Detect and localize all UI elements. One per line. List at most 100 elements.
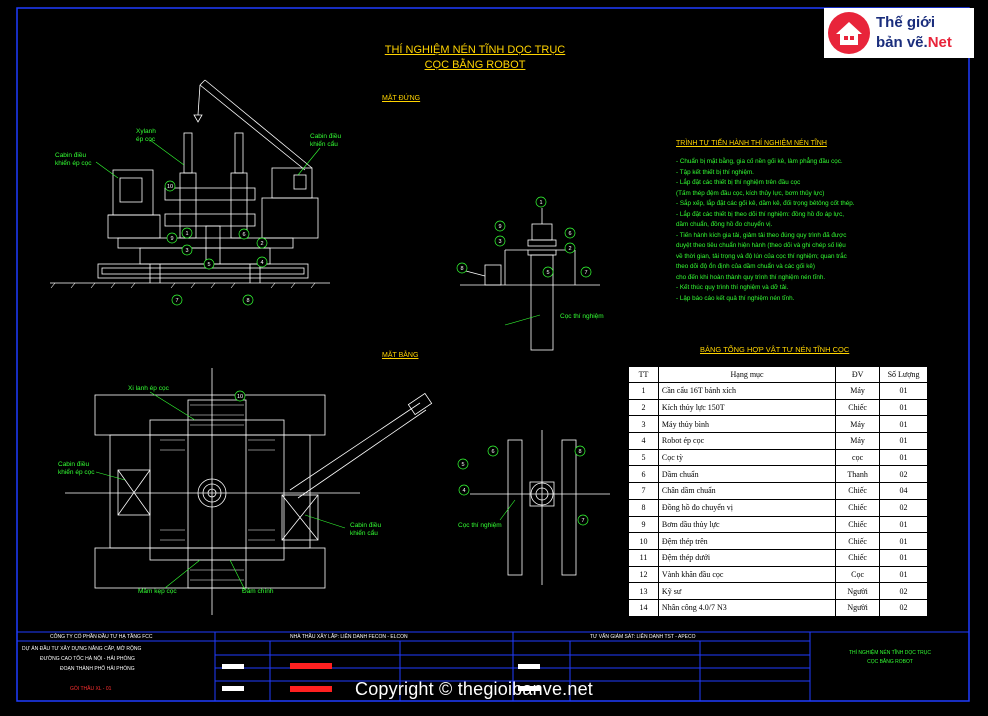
procedure-step: - Sắp xếp, lắp đặt các gối kê, dầm kê, đ… (676, 200, 855, 207)
cell-item: Nhân công 4.0/7 N3 (657, 598, 837, 617)
cell-qty: 04 (879, 482, 928, 500)
cell-item: Kích thủy lực 150T (657, 398, 837, 417)
cell-qty: 01 (879, 398, 928, 417)
cell-tt: 9 (628, 515, 659, 534)
callout-leaders (95, 139, 541, 591)
callout-cylinder: Xylanh ép cọc (136, 128, 156, 143)
svg-text:7: 7 (581, 518, 584, 524)
cell-unit: cọc (835, 448, 881, 467)
tb-project-line2: ĐƯỜNG CAO TỐC HÀ NỘI - HẢI PHÒNG (40, 656, 135, 662)
drawing-title-line2: CỌC BẰNG ROBOT (424, 59, 526, 71)
cell-tt: 6 (628, 465, 659, 484)
procedure-step: cho đến khi hoàn thành quy trình thí ngh… (676, 273, 826, 281)
svg-text:10: 10 (237, 394, 243, 400)
cell-item: Máy thủy bình (657, 415, 837, 434)
cell-tt: 12 (628, 565, 659, 584)
svg-text:2: 2 (568, 246, 571, 252)
cell-qty: 02 (879, 498, 928, 517)
logo-text-line2: bản vẽ.Net (876, 34, 952, 51)
materials-header-row: TT Hạng mục ĐV Số Lượng (628, 366, 928, 383)
cell-item: Chân dầm chuẩn (657, 482, 837, 500)
cell-qty: 02 (879, 465, 928, 484)
tb-owner: CÔNG TY CỔ PHẦN ĐẦU TƯ HẠ TẦNG FCC (50, 634, 153, 640)
cell-unit: Người (835, 582, 881, 600)
cell-qty: 01 (879, 548, 928, 567)
cell-tt: 5 (628, 448, 659, 467)
procedure-step: (Tấm thép đệm đầu cọc, kích thủy lực, bơ… (676, 189, 825, 197)
header-qty: Số Lượng (879, 366, 928, 383)
cell-item: Kỹ sư (657, 582, 837, 600)
svg-text:1: 1 (539, 200, 542, 206)
svg-text:8: 8 (578, 449, 581, 455)
procedure-step: về thời gian, tải trọng và độ lún của cọ… (676, 252, 847, 260)
procedure-step: - Tiến hành kích gia tải, giảm tải theo … (676, 231, 847, 239)
header-unit: ĐV (835, 366, 881, 383)
plan-view (65, 368, 433, 615)
pile-detail-bottom (470, 430, 610, 585)
cell-tt: 10 (628, 532, 659, 550)
cell-unit: Chiếc (835, 532, 881, 550)
red-mark-2 (290, 686, 332, 692)
cell-qty: 01 (879, 565, 928, 584)
procedure-step: - Kết thúc quy trình thí nghiệm và dỡ tả… (676, 284, 789, 291)
procedure-step: duyệt theo tiêu chuẩn hiện hành (theo dõ… (676, 242, 846, 249)
cell-unit: Máy (835, 432, 881, 450)
logo-text-net: Net (927, 34, 952, 51)
cell-qty: 02 (879, 582, 928, 600)
svg-text:5: 5 (546, 270, 549, 276)
svg-text:1: 1 (185, 231, 188, 237)
copyright-watermark: Copyright © thegioibanve.net (355, 679, 594, 699)
cell-tt: 8 (628, 498, 659, 517)
header-item: Hạng mục (657, 366, 837, 383)
tb-drawing-name-1: THÍ NGHIỆM NÉN TĨNH DỌC TRỤC (848, 650, 932, 656)
tb-contractor: NHÀ THẦU XÂY LẮP: LIÊN DANH FECON - ELCO… (290, 634, 408, 640)
procedure-step: - Lắp đặt các thiết bị thí nghiệm trên đ… (676, 179, 801, 186)
callout-plan-cabin-crane: Cabin điều khiển cẩu (350, 522, 382, 537)
cell-unit: Chiếc (835, 548, 881, 567)
cell-tt: 11 (628, 548, 659, 567)
callout-test-pile-bottom: Cọc thí nghiệm (458, 522, 502, 529)
callout-plan-clamp: Mâm kẹp cọc (138, 588, 177, 595)
cell-unit: Chiếc (835, 398, 881, 417)
cell-qty: 01 (879, 382, 928, 400)
svg-text:4: 4 (260, 260, 263, 266)
callout-test-pile-top: Cọc thí nghiệm (560, 313, 604, 320)
plan-view-label: MẶT BẰNG (382, 352, 419, 359)
cell-qty: 01 (879, 448, 928, 467)
tb-project-line3: ĐOẠN THÀNH PHỐ HẢI PHÒNG (60, 666, 135, 672)
svg-text:6: 6 (491, 449, 494, 455)
svg-text:5: 5 (461, 462, 464, 468)
cell-qty: 01 (879, 532, 928, 550)
svg-text:6: 6 (242, 232, 245, 238)
procedure-step: theo dõi độ ổn định của dầm chuẩn và các… (676, 263, 815, 270)
white-mark-4 (518, 686, 540, 691)
cell-unit: Cọc (835, 565, 881, 584)
site-logo: Thế giới bản vẽ.Net (824, 8, 974, 58)
callout-plan-cylinder: Xi lanh ép cọc (128, 385, 169, 392)
svg-text:3: 3 (498, 239, 501, 245)
logo-text-main: bản vẽ. (876, 34, 928, 51)
svg-text:3: 3 (185, 248, 188, 254)
svg-text:4: 4 (462, 488, 465, 494)
svg-text:8: 8 (246, 298, 249, 304)
svg-text:9: 9 (170, 236, 173, 242)
cell-item: Dầm chuẩn (657, 465, 837, 484)
red-mark-1 (290, 663, 332, 669)
cell-item: Đồng hồ đo chuyển vị (657, 498, 837, 517)
tb-consultant: TƯ VẤN GIÁM SÁT: LIÊN DANH TST - APECO (590, 634, 696, 640)
cell-qty: 01 (879, 432, 928, 450)
cell-unit: Máy (835, 382, 881, 400)
white-mark-3 (518, 664, 540, 669)
procedure-step: - Lập báo cáo kết quả thí nghiệm nén tĩn… (676, 294, 795, 302)
